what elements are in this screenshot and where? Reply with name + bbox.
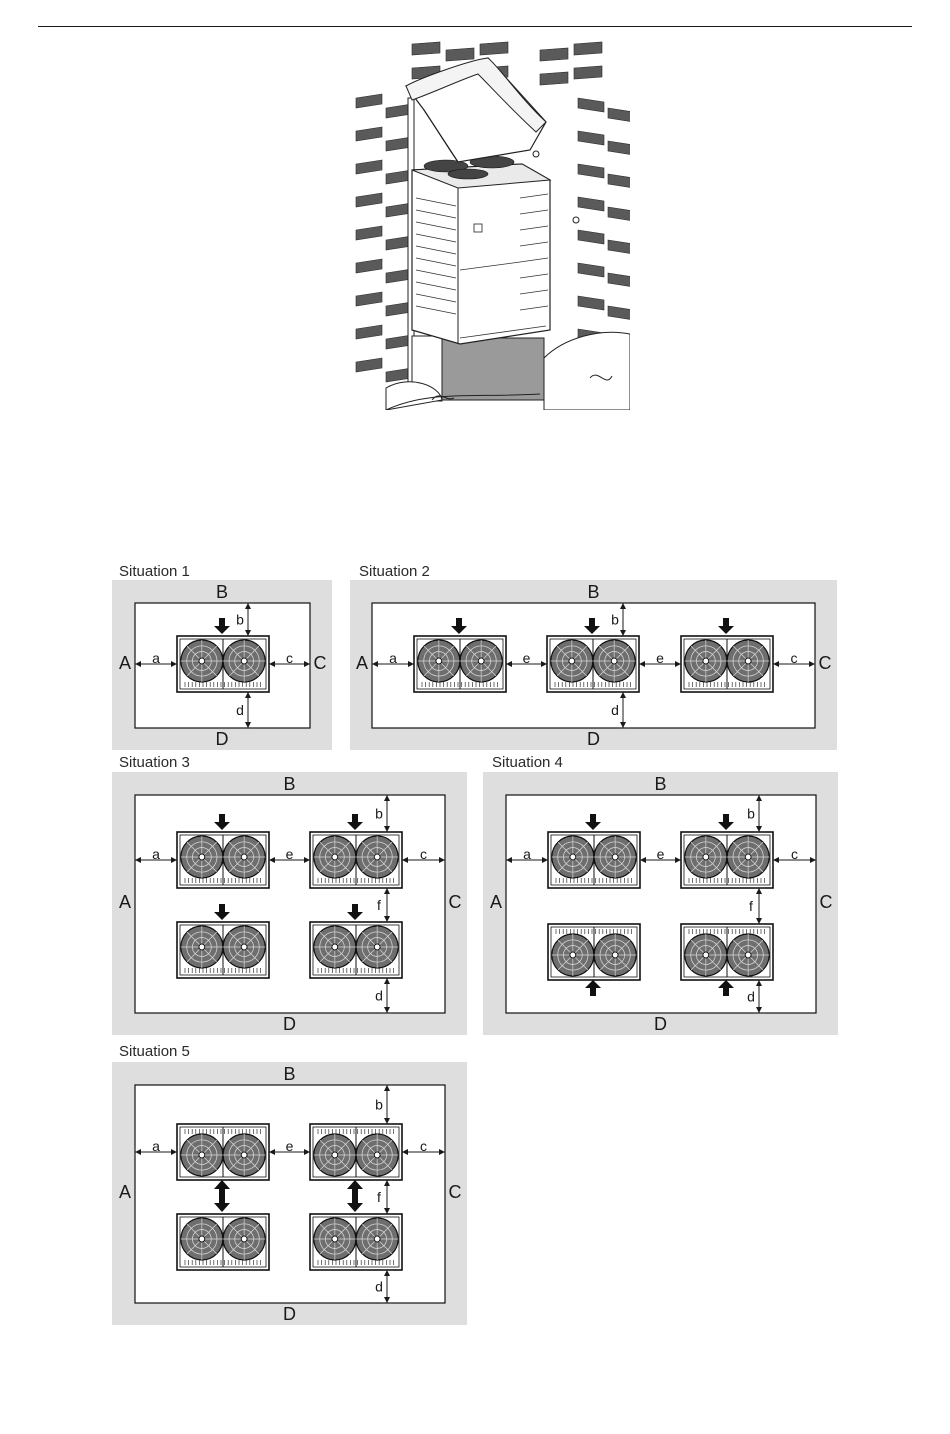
outdoor-unit-top-view bbox=[681, 636, 773, 692]
area-label-a: A bbox=[119, 653, 131, 673]
area-label-a: A bbox=[119, 892, 131, 912]
dim-label-e: e bbox=[286, 846, 294, 862]
situation-5-title: Situation 5 bbox=[119, 1044, 190, 1060]
area-label-b: B bbox=[283, 774, 295, 794]
area-label-d: D bbox=[283, 1014, 296, 1034]
situation-diagram-svg: B D A Cb f d a e c bbox=[483, 772, 838, 1035]
dim-label-f: f bbox=[377, 1189, 381, 1205]
dim-label-c: c bbox=[420, 1138, 427, 1154]
dim-label-e: e bbox=[656, 650, 664, 666]
dim-label-d: d bbox=[375, 1279, 383, 1295]
dim-label-b: b bbox=[747, 806, 755, 822]
outdoor-unit-top-view bbox=[548, 832, 640, 888]
area-label-a: A bbox=[490, 892, 502, 912]
area-label-d: D bbox=[654, 1014, 667, 1034]
outdoor-unit-top-view bbox=[310, 1214, 402, 1270]
area-label-b: B bbox=[587, 582, 599, 602]
situation-diagram-svg: B D A Cb f d a e c bbox=[112, 772, 467, 1035]
outdoor-unit-top-view bbox=[177, 832, 269, 888]
header-rule bbox=[38, 26, 912, 27]
outdoor-unit-top-view bbox=[177, 1214, 269, 1270]
area-label-c: C bbox=[820, 892, 833, 912]
outdoor-unit-top-view bbox=[177, 636, 269, 692]
outdoor-unit-top-view bbox=[414, 636, 506, 692]
clearance-boundary bbox=[135, 795, 445, 1013]
dim-label-e: e bbox=[657, 846, 665, 862]
outdoor-unit-top-view bbox=[310, 832, 402, 888]
area-label-d: D bbox=[283, 1304, 296, 1324]
dim-label-d: d bbox=[375, 988, 383, 1004]
area-label-c: C bbox=[449, 1182, 462, 1202]
outdoor-unit-top-view bbox=[177, 1124, 269, 1180]
outdoor-unit-top-view bbox=[310, 1124, 402, 1180]
area-label-c: C bbox=[449, 892, 462, 912]
dim-label-b: b bbox=[375, 1097, 383, 1113]
outdoor-unit-top-view bbox=[310, 922, 402, 978]
area-label-a: A bbox=[356, 653, 368, 673]
dim-label-b: b bbox=[375, 806, 383, 822]
dim-label-c: c bbox=[286, 650, 293, 666]
dim-label-f: f bbox=[377, 897, 381, 913]
snow-canopy-illustration-svg bbox=[350, 38, 630, 410]
dim-label-c: c bbox=[420, 846, 427, 862]
area-label-d: D bbox=[216, 729, 229, 749]
area-label-d: D bbox=[587, 729, 600, 749]
dim-label-f: f bbox=[749, 898, 753, 914]
dim-label-a: a bbox=[152, 650, 160, 666]
area-label-b: B bbox=[216, 582, 228, 602]
dim-label-c: c bbox=[791, 846, 798, 862]
dim-label-e: e bbox=[286, 1138, 294, 1154]
outdoor-unit-top-view bbox=[681, 832, 773, 888]
area-label-a: A bbox=[119, 1182, 131, 1202]
area-label-c: C bbox=[314, 653, 327, 673]
situation-4-title: Situation 4 bbox=[492, 755, 563, 771]
situation-diagram-svg: B D A Cb f d a e c bbox=[112, 1062, 467, 1325]
dim-label-a: a bbox=[523, 846, 531, 862]
outdoor-unit-top-view bbox=[547, 636, 639, 692]
dim-label-d: d bbox=[236, 702, 244, 718]
dim-label-a: a bbox=[152, 846, 160, 862]
situation-1-diagram: B D A Cb d a c bbox=[112, 580, 332, 750]
dim-label-a: a bbox=[152, 1138, 160, 1154]
dim-label-d: d bbox=[747, 989, 755, 1005]
outdoor-unit-top-view bbox=[548, 924, 640, 980]
dim-label-b: b bbox=[611, 612, 619, 628]
outdoor-unit-top-view bbox=[177, 922, 269, 978]
outdoor-unit-snow-illustration bbox=[350, 38, 630, 410]
dim-label-a: a bbox=[389, 650, 397, 666]
situation-1-title: Situation 1 bbox=[119, 564, 190, 580]
situation-diagram-svg: B D A Cb d a c bbox=[112, 580, 332, 750]
situation-2-title: Situation 2 bbox=[359, 564, 430, 580]
dim-label-e: e bbox=[523, 650, 531, 666]
dim-label-b: b bbox=[236, 612, 244, 628]
dim-label-c: c bbox=[791, 650, 798, 666]
outdoor-unit-top-view bbox=[681, 924, 773, 980]
situation-3-title: Situation 3 bbox=[119, 755, 190, 771]
situation-diagram-svg: B D A Cb d a e e c bbox=[350, 580, 837, 750]
area-label-b: B bbox=[654, 774, 666, 794]
area-label-b: B bbox=[283, 1064, 295, 1084]
dim-label-d: d bbox=[611, 702, 619, 718]
area-label-c: C bbox=[819, 653, 832, 673]
